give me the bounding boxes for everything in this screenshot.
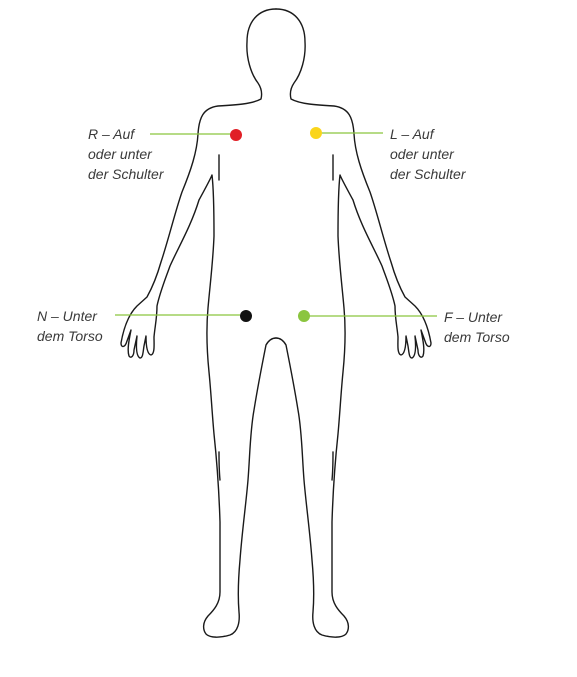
body-outline <box>120 8 432 638</box>
electrode-l-label: L – Auf oder unter der Schulter <box>390 124 465 184</box>
electrode-r-dot <box>230 129 242 141</box>
right-knee-line <box>331 451 334 481</box>
electrode-r-label-line3: der Schulter <box>88 166 164 182</box>
body-silhouette <box>120 8 277 638</box>
electrode-f-label: F – Unter dem Torso <box>444 307 510 347</box>
electrode-dots <box>230 127 322 322</box>
electrode-n-label-line2: dem Torso <box>37 328 103 344</box>
leader-lines <box>115 132 437 317</box>
electrode-n-label: N – Unter dem Torso <box>37 306 103 346</box>
electrode-n-label-line1: N – Unter <box>37 308 97 324</box>
electrode-r-label-line2: oder unter <box>88 146 152 162</box>
electrode-f-label-line2: dem Torso <box>444 329 510 345</box>
electrode-f-label-line1: F – Unter <box>444 309 503 325</box>
body-silhouette-right <box>275 8 432 638</box>
electrode-f-dot <box>298 310 310 322</box>
electrode-r-label: R – Auf oder unter der Schulter <box>88 124 163 184</box>
left-knee-line <box>218 451 221 481</box>
electrode-l-label-line3: der Schulter <box>390 166 466 182</box>
electrode-l-label-line2: oder unter <box>390 146 454 162</box>
electrode-l-label-line1: L – Auf <box>390 126 434 142</box>
electrode-n-dot <box>240 310 252 322</box>
electrode-r-label-line1: R – Auf <box>88 126 135 142</box>
electrode-l-dot <box>310 127 322 139</box>
